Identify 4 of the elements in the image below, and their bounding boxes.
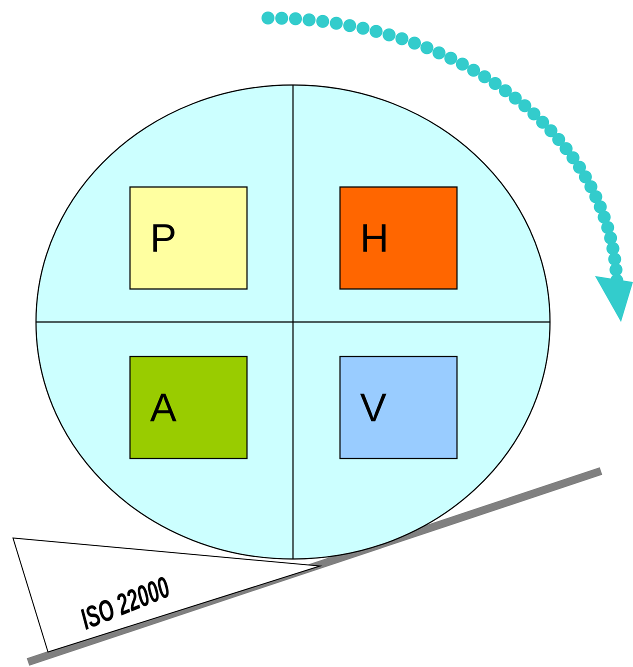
phase-box: V [339,356,458,460]
phase-box: P [129,186,248,290]
phase-box: A [129,356,248,460]
phase-box: H [339,186,458,290]
